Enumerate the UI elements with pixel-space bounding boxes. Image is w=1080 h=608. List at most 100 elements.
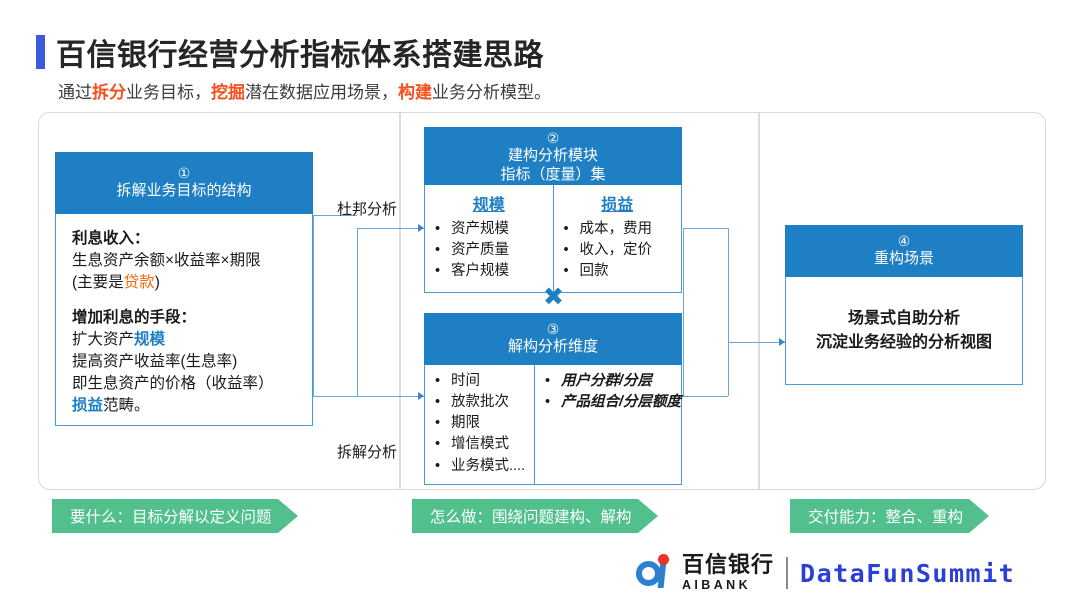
connector-arrow: [418, 392, 424, 400]
bullet-dot-icon: •: [435, 436, 441, 453]
title-accent-bar: [36, 35, 45, 69]
banner-arrow-tip: [277, 499, 298, 533]
footer-logos: 百信银行 AIBANK DataFunSummit: [636, 551, 1015, 595]
bullet-dot-icon: •: [435, 373, 441, 389]
column-segments: • 用户分群/分层 •产品组合/分层额度: [535, 365, 681, 484]
card-body: •时间•放款批次•期限•增信模式•业务模式.... •用户分群/分层•产品组合/…: [424, 365, 682, 485]
connector-line: [357, 228, 359, 396]
list-item: • 放款批次: [435, 392, 534, 413]
note-highlight: 贷款: [123, 274, 155, 291]
line-highlight: 规模: [134, 331, 166, 348]
column-scale: 规模 •资产规模•资产质量•客户规模: [425, 185, 554, 292]
connector-label-split: 拆解分析: [337, 444, 398, 461]
banner-label: 交付能力：整合、重构: [790, 499, 970, 533]
card-body: 场景式自助分析 沉淀业务经验的分析视图: [785, 277, 1023, 385]
section-divider-1: [399, 113, 401, 489]
connector-line: [683, 396, 728, 398]
multiply-icon: ✖: [543, 283, 564, 311]
card-build-analysis-module[interactable]: ② 建构分析模块 指标（度量）集 规模 •资产规模•资产质量•客户规模 损益 •…: [424, 127, 682, 293]
aibank-wordmark: 百信银行 AIBANK: [682, 554, 774, 592]
bullet-dot-icon: •: [435, 394, 441, 411]
connector-arrow: [779, 338, 785, 346]
list-item: • 用户分群/分层: [545, 371, 681, 392]
subtitle-highlight: 挖掘: [211, 83, 245, 102]
increase-interest-line-1: 扩大资产规模: [72, 329, 296, 351]
card-body: 利息收入： 生息资产余额×收益率×期限 (主要是贷款) 增加利息的手段： 扩大资…: [55, 214, 313, 426]
body-line-2: 沉淀业务经验的分析视图: [815, 333, 992, 351]
bullet-list: •资产规模•资产质量•客户规模: [425, 219, 553, 282]
column-title: 损益: [601, 197, 634, 214]
interest-income-note: (主要是贷款): [72, 272, 296, 294]
list-item-label: 收入，定价: [579, 242, 653, 259]
subtitle-highlight: 拆分: [92, 83, 126, 102]
list-item-label: 放款批次: [451, 394, 509, 411]
connector-label-dupont: 杜邦分析: [337, 201, 398, 218]
subtitle-text: 通过: [58, 83, 92, 102]
list-item: •期限: [435, 413, 534, 434]
list-item: • 资产规模: [435, 219, 553, 240]
banner-arrow-tip: [969, 499, 990, 533]
column-title: 规模: [472, 197, 505, 214]
card-body: 规模 •资产规模•资产质量•客户规模 损益 •成本，费用•收入，定价•回款: [424, 185, 682, 293]
alpha-dot: [658, 554, 669, 565]
connector-line: [728, 228, 730, 396]
list-item: • 增信模式: [435, 434, 534, 455]
line-highlight: 损益: [72, 397, 104, 414]
interest-income-title: 利息收入：: [72, 230, 150, 247]
list-item: •资产质量: [435, 240, 553, 261]
card-title: 解构分析维度: [507, 338, 598, 356]
title-text: 百信银行经营分析指标体系搭建思路: [56, 39, 544, 72]
card-header: ② 建构分析模块 指标（度量）集: [424, 127, 682, 185]
aibank-alpha-icon: [636, 554, 676, 592]
card-number: ③: [546, 321, 560, 338]
banner-delivery[interactable]: 交付能力：整合、重构: [790, 499, 990, 533]
column-profit-loss: 损益 •成本，费用•收入，定价•回款: [554, 185, 682, 292]
list-item: •客户规模: [435, 261, 553, 282]
alpha-stem: [657, 561, 667, 588]
logo-divider: [786, 557, 789, 589]
card-reconstruct-scenario[interactable]: ④ 重构场景 场景式自助分析 沉淀业务经验的分析视图: [785, 225, 1023, 385]
connector-line: [683, 228, 728, 230]
list-item: •业务模式....: [435, 456, 534, 477]
list-item: •成本，费用: [564, 219, 682, 240]
page-title: 百信银行经营分析指标体系搭建思路: [36, 30, 544, 74]
note-prefix: (主要是: [72, 274, 124, 291]
card-number: ④: [897, 233, 911, 250]
bullet-dot-icon: •: [435, 263, 441, 280]
banner-what[interactable]: 要什么：目标分解以定义问题: [52, 499, 298, 533]
list-item-label: 期限: [451, 415, 480, 432]
list-item-label: 用户分群/分层: [560, 373, 652, 389]
card-title: 拆解业务目标的结构: [116, 182, 252, 200]
bullet-dot-icon: •: [544, 373, 551, 389]
list-item: •产品组合/分层额度: [545, 392, 681, 413]
card-decompose-business-goal[interactable]: ① 拆解业务目标的结构 利息收入： 生息资产余额×收益率×期限 (主要是贷款) …: [55, 152, 313, 426]
connector-line: [313, 396, 357, 398]
card-title: 重构场景: [873, 250, 934, 268]
column-dimensions: •时间•放款批次•期限•增信模式•业务模式....: [425, 365, 535, 484]
list-item-label: 增信模式: [451, 436, 509, 453]
interest-income-formula: 生息资产余额×收益率×期限: [72, 252, 261, 269]
subtitle-highlight: 构建: [398, 83, 432, 102]
bullet-dot-icon: •: [435, 221, 441, 237]
bullet-dot-icon: •: [563, 263, 569, 280]
list-item-label: 回款: [579, 263, 609, 280]
connector-line: [313, 215, 357, 217]
card-title-line-2: 指标（度量）集: [500, 166, 606, 184]
list-item: • 回款: [564, 261, 682, 282]
banner-how[interactable]: 怎么做：围绕问题建构、解构: [412, 499, 658, 533]
list-item-label: 资产质量: [451, 242, 509, 259]
bullet-list: •时间•放款批次•期限•增信模式•业务模式....: [425, 371, 534, 477]
note-suffix: ): [154, 274, 160, 291]
connector-line: [728, 342, 785, 344]
connector-line: [357, 228, 424, 230]
card-deconstruct-dimensions[interactable]: ③ 解构分析维度 •时间•放款批次•期限•增信模式•业务模式.... •用户分群…: [424, 313, 682, 485]
connector-line: [683, 228, 685, 396]
section-divider-2: [758, 113, 760, 489]
bullet-dot-icon: •: [563, 242, 569, 259]
banner-label: 要什么：目标分解以定义问题: [52, 499, 278, 533]
bullet-dot-icon: •: [563, 221, 569, 237]
list-item-label: 资产规模: [451, 221, 509, 237]
connector-arrow: [418, 224, 424, 232]
bullet-dot-icon: •: [435, 457, 441, 474]
